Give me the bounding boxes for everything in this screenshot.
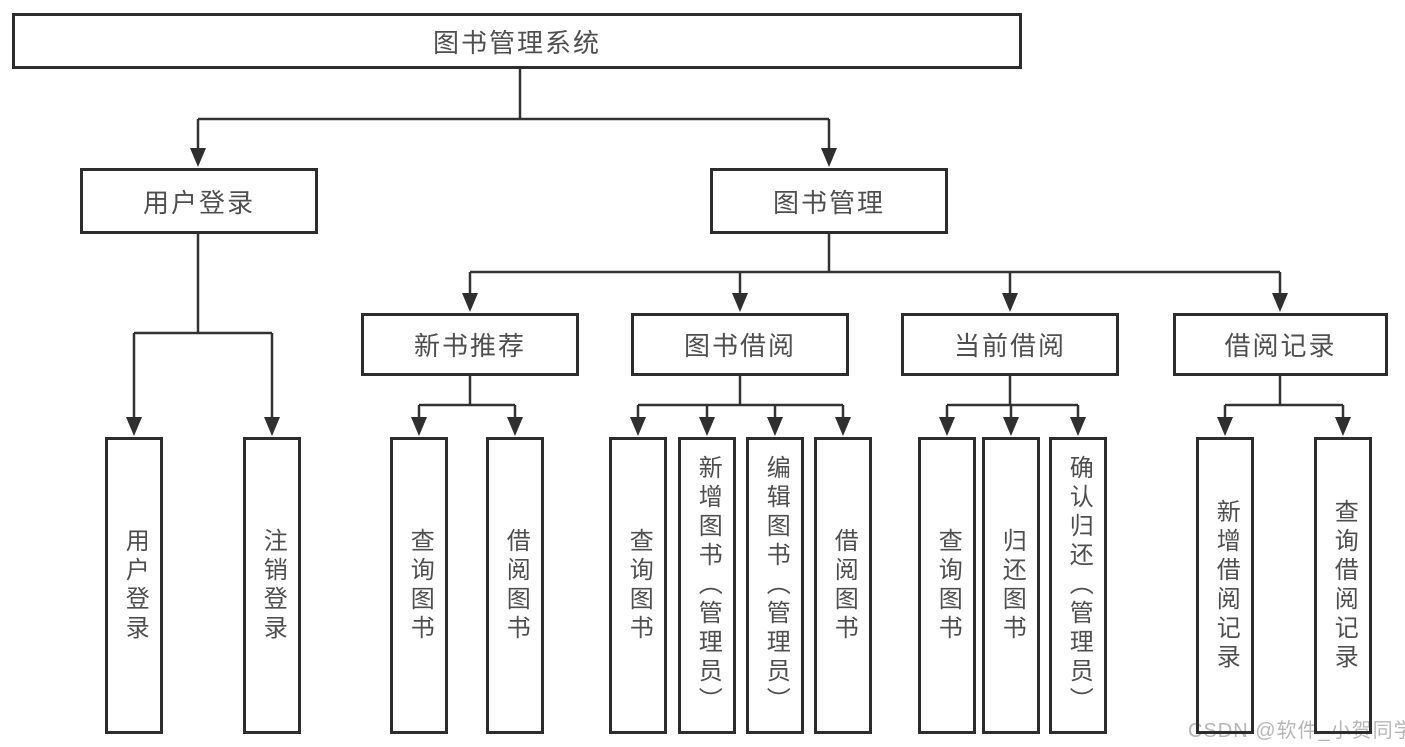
node-new-book-recommendation: 新书推荐 [361,313,579,376]
leaf-confirm-return-admin: 确认归还（管理员） [1049,437,1107,734]
node-label: 注销登录 [259,527,287,644]
node-user-login: 用户登录 [80,168,318,234]
leaf-query-books-borrowing: 查询图书 [609,437,667,734]
leaf-borrow-books-recommend: 借阅图书 [486,437,544,734]
node-label: 查询图书 [625,527,653,644]
leaf-logout: 注销登录 [243,437,301,734]
node-label: 图书借阅 [683,331,796,361]
node-label: 确认归还（管理员） [1065,455,1093,716]
leaf-query-books-recommend: 查询图书 [390,437,448,734]
node-label: 查询图书 [406,527,434,644]
node-book-borrowing: 图书借阅 [631,313,849,376]
leaf-query-borrow-record: 查询借阅记录 [1314,437,1372,734]
leaf-user-login: 用户登录 [105,437,163,734]
node-borrowing-records: 借阅记录 [1173,313,1388,376]
node-label: 借阅图书 [830,527,858,644]
node-label: 用户登录 [142,187,255,218]
node-label: 归还图书 [998,527,1026,644]
node-label: 新书推荐 [413,331,526,361]
leaf-add-book-admin: 新增图书（管理员） [678,437,736,734]
leaf-query-books-current: 查询图书 [918,437,976,734]
leaf-add-borrow-record: 新增借阅记录 [1196,437,1254,734]
node-label: 借阅记录 [1224,331,1337,361]
node-label: 新增借阅记录 [1212,498,1240,673]
node-label: 图书管理系统 [432,27,601,58]
leaf-edit-book-admin: 编辑图书（管理员） [746,437,804,734]
leaf-borrow-books-borrowing: 借阅图书 [814,437,872,734]
node-label: 当前借阅 [953,331,1066,361]
node-book-management: 图书管理 [710,168,948,234]
node-current-borrowing: 当前借阅 [901,313,1119,376]
node-label: 图书管理 [772,187,885,218]
node-label: 借阅图书 [502,527,530,644]
node-label: 新增图书（管理员） [694,455,722,716]
node-label: 用户登录 [121,527,149,644]
leaf-return-book: 归还图书 [982,437,1040,734]
node-label: 编辑图书（管理员） [762,455,790,716]
node-label: 查询图书 [934,527,962,644]
watermark-csdn: CSDN @软件_小贺同学 [1188,720,1405,742]
node-library-system-root: 图书管理系统 [12,13,1022,69]
node-label: 查询借阅记录 [1330,498,1358,673]
